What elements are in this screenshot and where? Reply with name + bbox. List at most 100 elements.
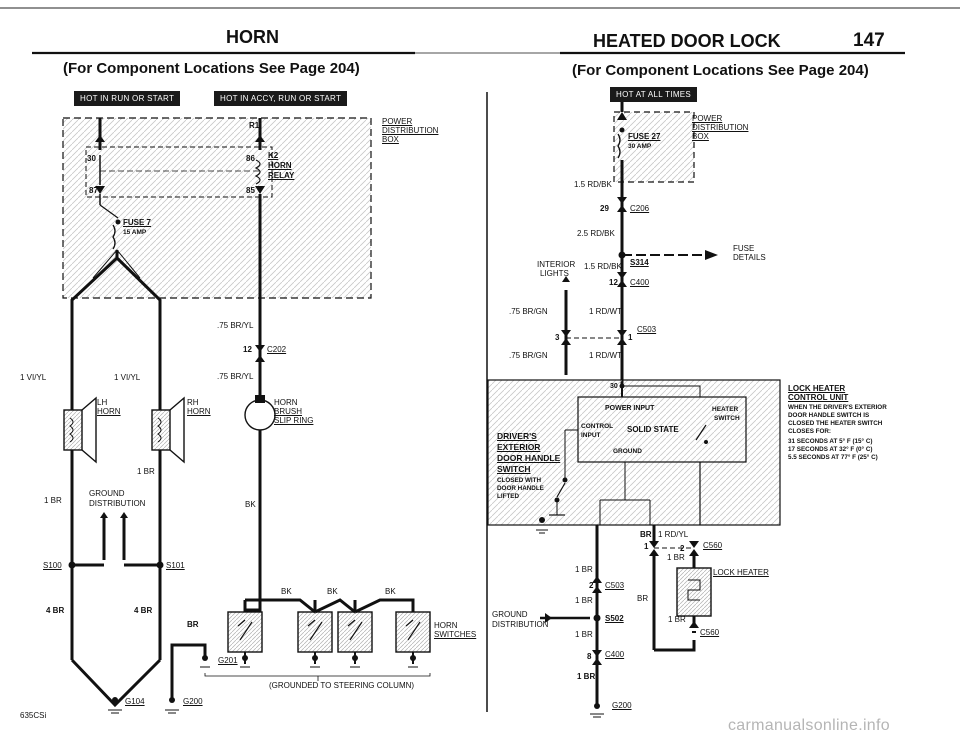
wire-br-yl-2: .75 BR/YL (217, 372, 254, 381)
fuse-details-2: DETAILS (733, 253, 766, 262)
br-mid: BR (637, 594, 649, 603)
closed-with-1: CLOSED WITH (497, 477, 542, 484)
g200-lock-label: G200 (612, 701, 632, 710)
lock-wiring (487, 276, 781, 718)
c503-pin-3: 3 (555, 333, 560, 342)
wire-2-5-rdbk: 2.5 RD/BK (577, 229, 615, 238)
closed-with-2: DOOR HANDLE (497, 485, 544, 492)
pin-87: 87 (89, 186, 98, 195)
wire-1br-b: 1 BR (137, 467, 155, 476)
c202-label: C202 (267, 345, 287, 354)
bk-label: BK (245, 500, 256, 509)
wire-1br-f: 1 BR (577, 672, 596, 681)
relay-horn: HORN (268, 161, 292, 170)
s101-label: S101 (166, 561, 185, 570)
g104-label: G104 (125, 697, 145, 706)
power-input-label: POWER INPUT (605, 405, 655, 412)
horn-wires (63, 300, 276, 714)
relay-relay: RELAY (268, 171, 295, 180)
drivers-switch-1: DRIVER'S (497, 431, 537, 441)
fuse-27-label: FUSE 27 (628, 132, 661, 141)
wire-1br-a-lock: 1 BR (575, 565, 593, 574)
rh-horn-label-1: RH (187, 398, 199, 407)
interior-lights-1: INTERIOR (537, 260, 576, 269)
heated-door-lock-title: HEATED DOOR LOCK (593, 31, 781, 51)
unit-note-6: 17 SECONDS AT 32° F (0° C) (788, 446, 873, 453)
s502-label: S502 (605, 614, 624, 623)
pin-30: 30 (87, 154, 96, 163)
unit-title-1: LOCK HEATER (788, 384, 846, 393)
badge-hot-all-times: HOT AT ALL TIMES (610, 87, 698, 102)
ground-dist-lock-1: GROUND (492, 610, 528, 619)
horn-subtitle: (For Component Locations See Page 204) (63, 60, 360, 77)
wire-1br-d: 1 BR (668, 615, 686, 624)
br-label: BR (187, 620, 199, 629)
fuse-27-amp: 30 AMP (628, 143, 652, 150)
br-top: BR (640, 530, 652, 539)
unit-note-7: 5.5 SECONDS AT 77° F (25° C) (788, 454, 878, 461)
control-input-1: CONTROL (581, 423, 614, 430)
lock-power-box (613, 92, 718, 340)
c560-label-a: C560 (703, 541, 723, 550)
rh-horn-label-2: HORN (187, 407, 211, 416)
wire-1rdwt-b: 1 RD/WT (589, 351, 622, 360)
lock-subtitle: (For Component Locations See Page 204) (572, 62, 869, 79)
control-input-2: INPUT (581, 432, 601, 439)
horn-switches-label-2: SWITCHES (434, 630, 477, 639)
unit-note-5: 31 SECONDS AT 5° F (15° C) (788, 438, 873, 445)
pin-85: 85 (246, 186, 255, 195)
bk-label-1: BK (281, 587, 292, 596)
horn-switches-label-1: HORN (434, 621, 458, 630)
closed-with-3: LIFTED (497, 493, 520, 500)
wire-vi-yl-2: 1 VI/YL (114, 373, 141, 382)
fuse-details-1: FUSE (733, 244, 755, 253)
bk-label-3: BK (385, 587, 396, 596)
wire-1-5-rdbk-a: 1.5 RD/BK (574, 180, 612, 189)
rd-yl-label: 1 RD/YL (658, 530, 689, 539)
wire-1-5-rdbk-b: 1.5 RD/BK (584, 262, 622, 271)
c503-pin-1: 1 (628, 333, 633, 342)
lock-heater-label: LOCK HEATER (713, 568, 769, 577)
wire-br-yl-1: .75 BR/YL (217, 321, 254, 330)
c400-pin: 12 (609, 278, 618, 287)
wire-vi-yl-1: 1 VI/YL (20, 373, 47, 382)
power-distribution-label-1: POWER (382, 117, 413, 126)
wire-1br-a: 1 BR (44, 496, 62, 505)
c400-pin-8: 8 (587, 652, 592, 661)
c400-label: C400 (630, 278, 650, 287)
heater-switch-1: HEATER (712, 406, 739, 413)
lock-power-dist-3: BOX (692, 132, 709, 141)
bk-label-2: BK (327, 587, 338, 596)
c560-pin-2: 2 (680, 544, 685, 553)
lock-power-dist-1: POWER (692, 114, 723, 123)
c206-pin: 29 (600, 204, 609, 213)
g200-label: G200 (183, 697, 203, 706)
wire-75-brgn-a: .75 BR/GN (509, 307, 548, 316)
pin-30-lock: 30 (610, 383, 618, 390)
c560-label-b: C560 (700, 628, 720, 637)
drivers-switch-2: EXTERIOR (497, 442, 541, 452)
power-distribution-label-2: DISTRIBUTION (382, 126, 439, 135)
ground-distribution-2: DISTRIBUTION (89, 499, 146, 508)
drivers-switch-4: SWITCH (497, 464, 531, 474)
pin-86: 86 (246, 154, 255, 163)
unit-note-4: CLOSES FOR: (788, 428, 832, 435)
drivers-switch-3: DOOR HANDLE (497, 453, 561, 463)
page-number: 147 (853, 30, 885, 51)
interior-lights-2: LIGHTS (540, 269, 569, 278)
model-label: 635CSi (20, 711, 47, 720)
brush-label-2: BRUSH (274, 407, 303, 416)
fuse-7-amp: 15 AMP (123, 229, 147, 236)
ground-label: GROUND (613, 448, 642, 455)
wire-4br-a: 4 BR (46, 606, 65, 615)
c503-label: C503 (637, 325, 657, 334)
lh-horn-label-2: HORN (97, 407, 121, 416)
unit-note-3: CLOSED THE HEATER SWITCH (788, 420, 883, 427)
horn-power-box (62, 117, 372, 330)
unit-title-2: CONTROL UNIT (788, 393, 849, 402)
s100-label: S100 (43, 561, 62, 570)
wire-4br-b: 4 BR (134, 606, 153, 615)
unit-note-2: DOOR HANDLE SWITCH IS (788, 412, 870, 419)
